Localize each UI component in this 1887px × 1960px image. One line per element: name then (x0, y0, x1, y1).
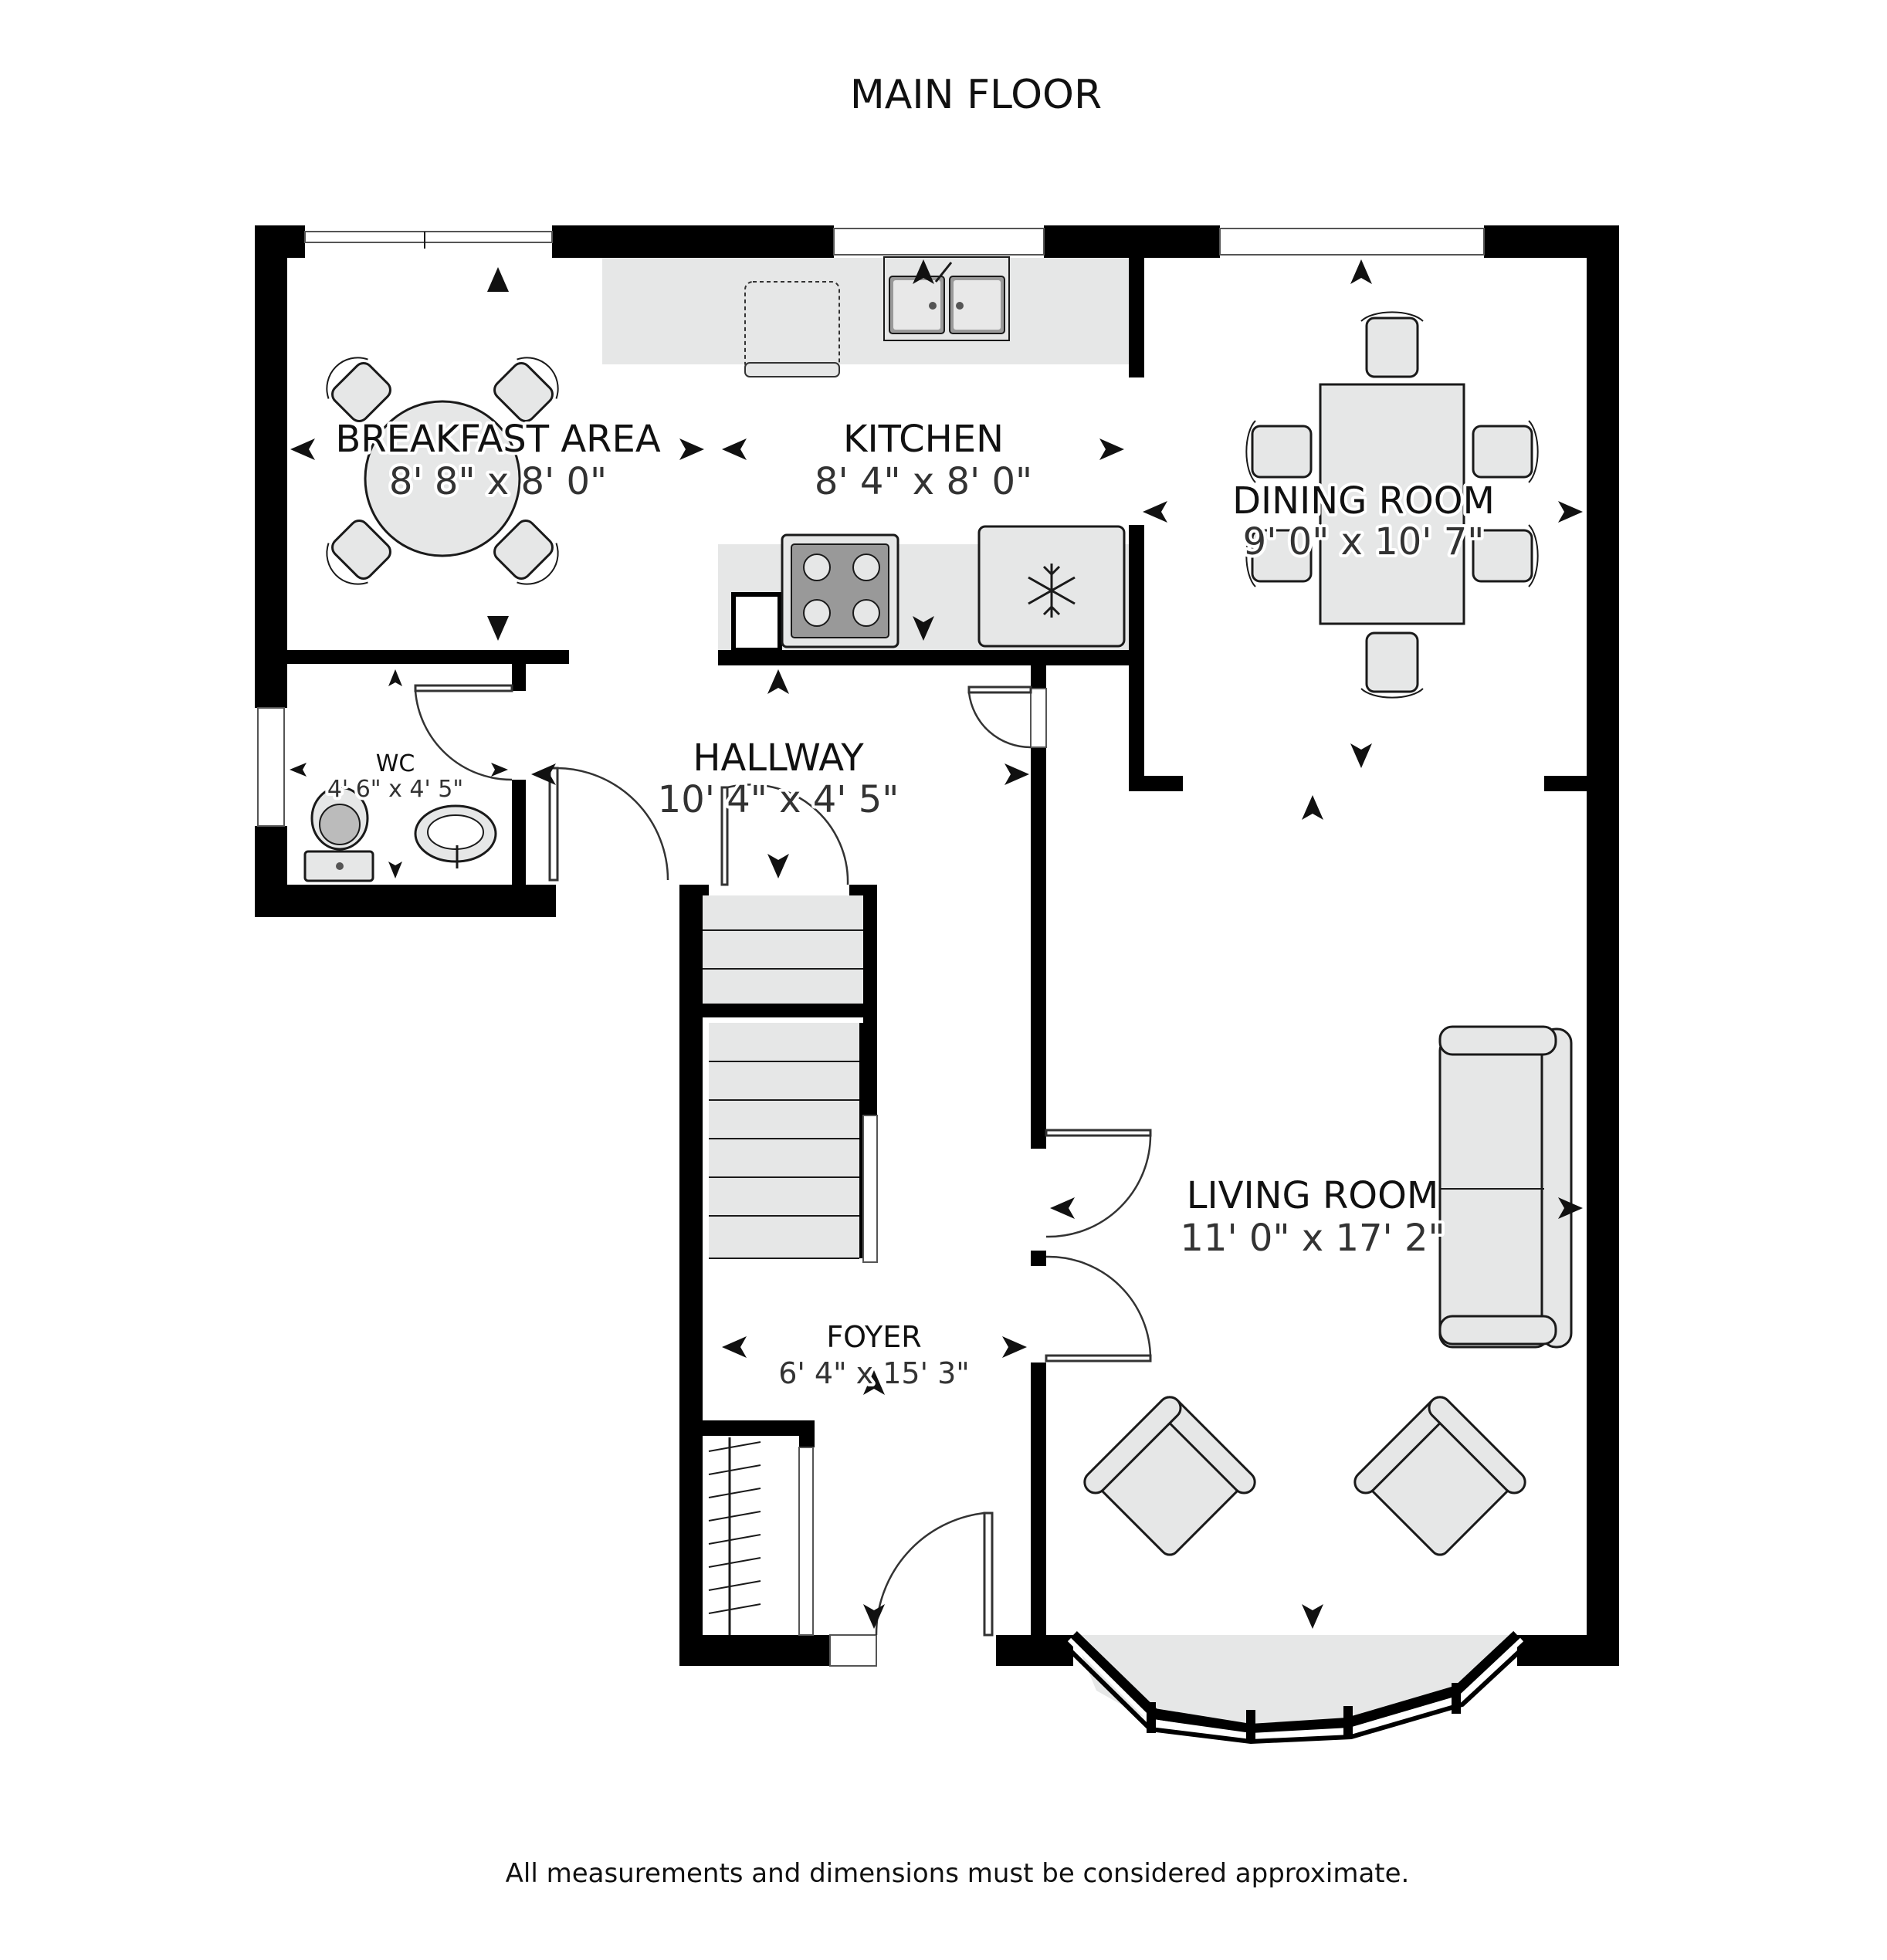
room-dims-kitchen: 8' 4" x 8' 0" (815, 460, 1032, 503)
snowflake-icon (1028, 564, 1076, 618)
room-dims-living: 11' 0" x 17' 2" (1180, 1217, 1445, 1260)
room-name-breakfast: BREAKFAST AREA (335, 418, 661, 461)
disclaimer-note: All measurements and dimensions must be … (506, 1858, 1410, 1889)
wc-fixtures (303, 786, 497, 882)
wash-basin (414, 804, 497, 868)
bay-window (1062, 1630, 1530, 1745)
staircase (703, 895, 878, 1263)
armchair-left (1083, 1396, 1256, 1556)
armchair-right (1353, 1396, 1526, 1556)
breakfast-table-set (326, 357, 559, 585)
toilet (303, 786, 374, 882)
sink (883, 256, 1010, 341)
room-dims-hallway: 10' 4" x 4' 5" (658, 778, 899, 821)
room-name-kitchen: KITCHEN (843, 418, 1004, 461)
room-name-hallway: HALLWAY (693, 736, 864, 780)
room-name-wc: WC (376, 750, 415, 777)
room-name-foyer: FOYER (826, 1320, 921, 1354)
room-labels: BREAKFAST AREA 8' 8" x 8' 0" KITCHEN 8' … (324, 415, 1498, 1393)
closet (703, 1436, 814, 1636)
room-dims-wc: 4' 6" x 4' 5" (327, 776, 463, 803)
room-dims-dining: 9' 0" x 10' 7" (1243, 520, 1485, 564)
room-name-dining: DINING ROOM (1232, 479, 1495, 523)
room-name-living: LIVING ROOM (1187, 1174, 1439, 1217)
walls (255, 225, 1619, 1666)
upper-counter (602, 258, 1129, 364)
stove (781, 533, 899, 648)
sofa (1438, 1025, 1573, 1349)
refrigerator (977, 525, 1126, 648)
windows (257, 228, 1485, 1667)
room-dims-breakfast: 8' 8" x 8' 0" (389, 460, 607, 503)
dining-table-set (1245, 311, 1539, 699)
arrowhead-icon (290, 259, 1583, 1629)
plan-title: MAIN FLOOR (850, 72, 1102, 118)
room-dims-foyer: 6' 4" x 15' 3" (778, 1356, 970, 1390)
